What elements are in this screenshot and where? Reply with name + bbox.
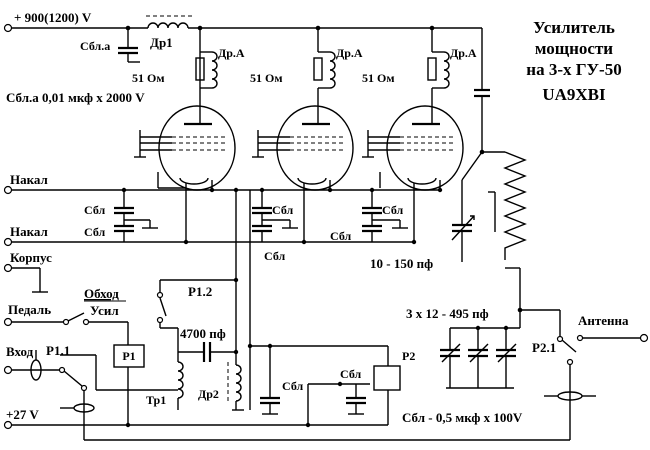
hv-label: + 900(1200) V [14, 10, 92, 25]
tube-1: Др.А 51 Ом [132, 28, 245, 200]
sbl-note2: Сбл - 0,5 мкф х 100V [402, 410, 523, 425]
choke-dr-a-1 [211, 51, 218, 89]
vhod-label: Вход [6, 344, 34, 359]
p2-bypass-caps: Сбл Сбл [260, 343, 370, 425]
sbl-4-label: Сбл [264, 249, 286, 263]
p12-label: Р1.2 [188, 284, 212, 299]
usil-label: Усил [90, 303, 119, 318]
cap4700-label: 4700 пф [180, 326, 226, 341]
heater-bypass-caps: Сбл Сбл Сбл Сбл Сбл Сбл [84, 187, 408, 263]
vhod-terminal [3, 365, 13, 375]
choke-dr2 [235, 364, 242, 402]
tank-coil [503, 151, 527, 260]
sbl-6-label: Сбл [330, 229, 352, 243]
heater-lines: Накал Накал [3, 172, 443, 247]
tube-1-envelope [158, 105, 236, 191]
tr1-label: Тр1 [146, 393, 166, 407]
plus27-terminal [3, 420, 13, 430]
nakal1-terminal [3, 185, 13, 195]
p1-label: Р1 [122, 349, 135, 363]
sbl-3-label: Сбл [272, 203, 294, 217]
title-line-1: Усилитель [533, 18, 615, 37]
sbl-5-label: Сбл [382, 203, 404, 217]
tube-2-envelope [276, 105, 354, 191]
korpus-label: Корпус [10, 250, 52, 265]
schematic-title: Усилитель мощности на 3-х ГУ-50 UA9XBI [526, 18, 621, 104]
p2-label: Р2 [402, 349, 415, 363]
sbl-8-label: Сбл [340, 367, 362, 381]
sbl-a-note: Сбл.а 0,01 мкф х 2000 V [6, 90, 145, 105]
tube-3-envelope [386, 105, 464, 191]
title-line-2: мощности [535, 39, 613, 58]
relay-p1-coil [113, 344, 145, 368]
pedal-terminal [3, 317, 13, 327]
antenna-terminal [639, 333, 649, 343]
dr-a-3-label: Др.А [450, 46, 477, 60]
hv-terminal [3, 23, 13, 33]
dr-a-1-label: Др.А [218, 46, 245, 60]
sbl-1-label: Сбл [84, 203, 106, 217]
dr1-label: Др1 [150, 35, 173, 50]
tune-cap-label: 10 - 150 пф [370, 256, 433, 271]
relay-p1-2: Р1.2 [156, 277, 239, 352]
load-caps-label: 3 х 12 - 495 пф [406, 306, 489, 321]
title-line-3: на 3-х ГУ-50 [526, 60, 621, 79]
sbl-a-label: Сбл.а [80, 39, 110, 53]
title-line-4: UA9XBI [542, 85, 606, 104]
sbl-2-label: Сбл [84, 225, 106, 239]
anode-tank-circuit: 10 - 150 пф [370, 28, 527, 313]
nakal1-label: Накал [10, 172, 48, 187]
chassis-terminal: Корпус [3, 250, 52, 293]
grid-coupling: 4700 пф Др2 Тр1 [146, 187, 388, 411]
dr2-label: Др2 [198, 387, 219, 401]
antenna-label: Антенна [578, 313, 629, 328]
relay-p2-coil [373, 365, 401, 391]
r51-2-label: 51 Ом [250, 71, 283, 85]
choke-dr-a-2 [329, 51, 336, 89]
supply-27v: +27 V [3, 395, 389, 430]
relay-p1: Р1 [113, 344, 145, 425]
relay-p2: Р2 [373, 346, 415, 395]
rf-input: Вход Р1.1 [3, 343, 178, 440]
nakal2-terminal [3, 237, 13, 247]
r51-3-label: 51 Ом [362, 71, 395, 85]
antenna-switch: Р2.1 Антенна Сбл - 0,5 мкф х 100V [402, 313, 649, 425]
dr-a-2-label: Др.А [336, 46, 363, 60]
p11-label: Р1.1 [46, 343, 70, 358]
sbl-7-label: Сбл [282, 379, 304, 393]
anode-branches [197, 25, 435, 31]
load-caps: 3 х 12 - 495 пф [406, 306, 561, 389]
korpus-terminal [3, 263, 13, 273]
r51-1-label: 51 Ом [132, 71, 165, 85]
choke-dr1 [147, 22, 189, 29]
tube-3: Др.А 51 Ом [362, 28, 477, 200]
obhod-label: Обход [84, 286, 119, 301]
p21-label: Р2.1 [532, 340, 556, 355]
pedal-label: Педаль [8, 302, 51, 317]
nakal2-label: Накал [10, 224, 48, 239]
plus27-label: +27 V [6, 407, 39, 422]
tube-2: Др.А 51 Ом [250, 28, 363, 200]
choke-dr-a-3 [443, 51, 450, 89]
transformer-tr1 [177, 361, 184, 399]
pedal-switch: Педаль Обход Усил [3, 286, 129, 345]
